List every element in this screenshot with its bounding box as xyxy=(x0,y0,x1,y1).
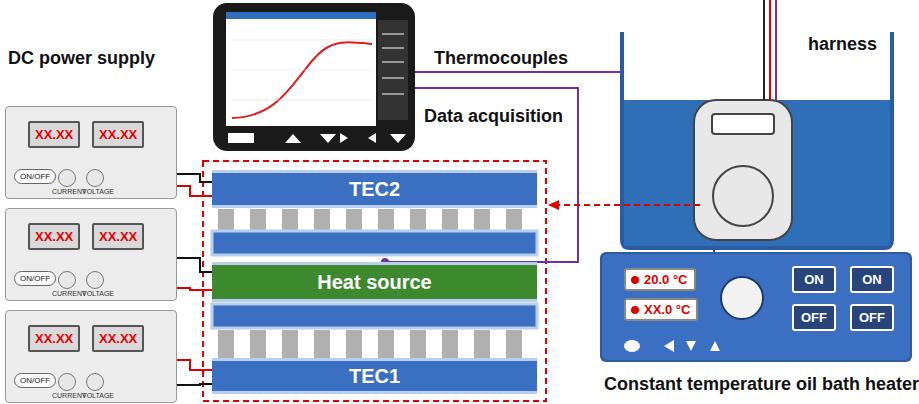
display-reading: XX.XX xyxy=(92,325,144,352)
heat-source-band: Heat source xyxy=(212,262,537,302)
control-label: VOLTAGE xyxy=(82,188,114,195)
control-label: VOLTAGE xyxy=(82,290,114,297)
knob xyxy=(720,276,764,320)
display-reading: XX.XX xyxy=(28,223,80,250)
tec-module: TEC1 xyxy=(212,358,537,394)
power-supply: XX.XX XX.XX ON/OFF CURRENTVOLTAGE xyxy=(5,310,177,403)
display-reading: XX.XX xyxy=(28,121,80,148)
indicator-dot xyxy=(631,276,639,284)
heater-panel: 20.0 °C XX.0 °C ON OFF ON OFF xyxy=(602,254,910,360)
part-label: harness xyxy=(808,34,877,55)
control-label: ON/OFF xyxy=(14,271,56,286)
control-label: CURRENT xyxy=(52,392,86,399)
knob xyxy=(58,271,76,289)
switch-label: ON xyxy=(792,266,836,293)
knob xyxy=(58,373,76,391)
display-reading: XX.XX xyxy=(28,325,80,352)
data-acquisition-monitor xyxy=(213,3,415,151)
power-supply: XX.XX XX.XX ON/OFF CURRENTVOLTAGE xyxy=(5,208,177,301)
tec-pillars xyxy=(214,209,534,231)
display-reading: XX.XX xyxy=(92,223,144,250)
oil-bath xyxy=(622,0,892,248)
display-reading: 20.0 °C xyxy=(624,268,696,291)
control-label: CURRENT xyxy=(52,188,86,195)
display-reading: XX.0 °C xyxy=(624,298,698,321)
tec-module: TEC2 xyxy=(212,170,537,208)
power-wire xyxy=(177,384,212,385)
knob xyxy=(86,271,104,289)
part-label: Thermocouples xyxy=(434,48,568,69)
dashed-arrow xyxy=(558,204,700,206)
switch-label: OFF xyxy=(850,304,894,331)
power-wire xyxy=(177,186,212,196)
control-label: ON/OFF xyxy=(14,373,56,388)
arrow-head xyxy=(548,200,559,210)
control-label: VOLTAGE xyxy=(82,392,114,399)
part-name: TEC2 xyxy=(349,178,400,201)
power-wire xyxy=(177,174,212,182)
ceramic-plate xyxy=(212,304,537,328)
heater-base xyxy=(600,252,912,362)
part-name: Heat source xyxy=(317,271,432,294)
ceramic-plate xyxy=(212,231,537,255)
tec-pillars xyxy=(214,330,534,358)
control-label: CURRENT xyxy=(52,290,86,297)
part-label: Data acquisition xyxy=(424,106,563,127)
power-wire xyxy=(177,258,212,272)
indicator-dot xyxy=(631,306,639,314)
knob xyxy=(58,169,76,187)
knob xyxy=(86,373,104,391)
part-label: Constant temperature oil bath heater xyxy=(604,374,919,395)
power-supply: XX.XX XX.XX ON/OFF CURRENTVOLTAGE xyxy=(5,106,177,199)
switch-label: ON xyxy=(850,266,894,293)
control-label: ON/OFF xyxy=(14,169,56,184)
part-label: DC power supply xyxy=(8,48,155,69)
dashed-region xyxy=(203,161,546,401)
switch-label: OFF xyxy=(792,304,836,331)
power-wire xyxy=(177,288,212,290)
control-buttons xyxy=(624,338,754,354)
power-wire xyxy=(177,360,212,370)
display-reading: XX.XX xyxy=(92,121,144,148)
knob xyxy=(86,169,104,187)
part-name: TEC1 xyxy=(349,365,400,388)
